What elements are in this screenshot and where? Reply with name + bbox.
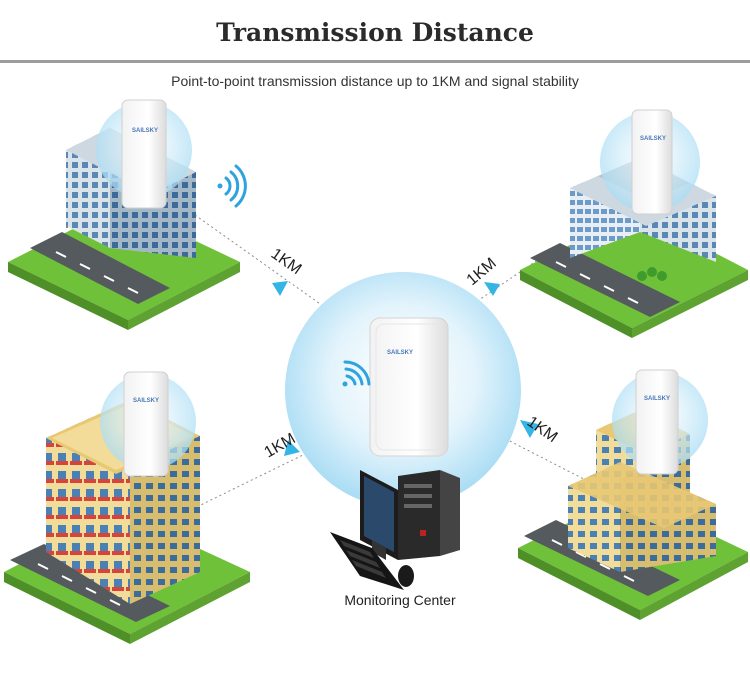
- link-line-bottom-left: [169, 409, 396, 521]
- building-top-right: SAILSKY: [520, 109, 748, 338]
- wifi-icon: [342, 360, 371, 387]
- arrow-icon: [272, 281, 288, 296]
- computer-icon: [330, 470, 460, 590]
- svg-text:SAILSKY: SAILSKY: [133, 398, 159, 404]
- building-bottom-left: SAILSKY: [4, 371, 250, 644]
- link-label-bottom-right: 1KM: [524, 413, 561, 446]
- link-label-bottom-left: 1KM: [262, 430, 299, 461]
- cpe-device-icon: [631, 109, 673, 215]
- title-divider: [0, 60, 750, 63]
- cpe-device-icon: [635, 369, 679, 475]
- svg-text:SAILSKY: SAILSKY: [132, 128, 158, 134]
- arrow-icon: [484, 282, 500, 296]
- page-subtitle: Point-to-point transmission distance up …: [171, 73, 579, 89]
- wifi-icon: [217, 164, 247, 208]
- building-top-left: SAILSKY: [8, 99, 240, 330]
- cpe-device-icon: [369, 317, 449, 457]
- cpe-device-icon: [123, 371, 169, 477]
- arrow-icon: [520, 420, 538, 438]
- svg-text:SAILSKY: SAILSKY: [644, 396, 670, 402]
- monitoring-center-label: Monitoring Center: [344, 592, 456, 608]
- device-logo: SAILSKY: [387, 350, 413, 356]
- cpe-device-icon: [121, 99, 167, 209]
- arrow-icon: [284, 440, 300, 456]
- center-cpe-device: SAILSKY: [369, 317, 449, 457]
- page-title: Transmission Distance: [216, 18, 534, 47]
- building-bottom-right: SAILSKY: [518, 369, 748, 620]
- svg-text:SAILSKY: SAILSKY: [640, 136, 666, 142]
- link-label-top-left: 1KM: [268, 245, 305, 278]
